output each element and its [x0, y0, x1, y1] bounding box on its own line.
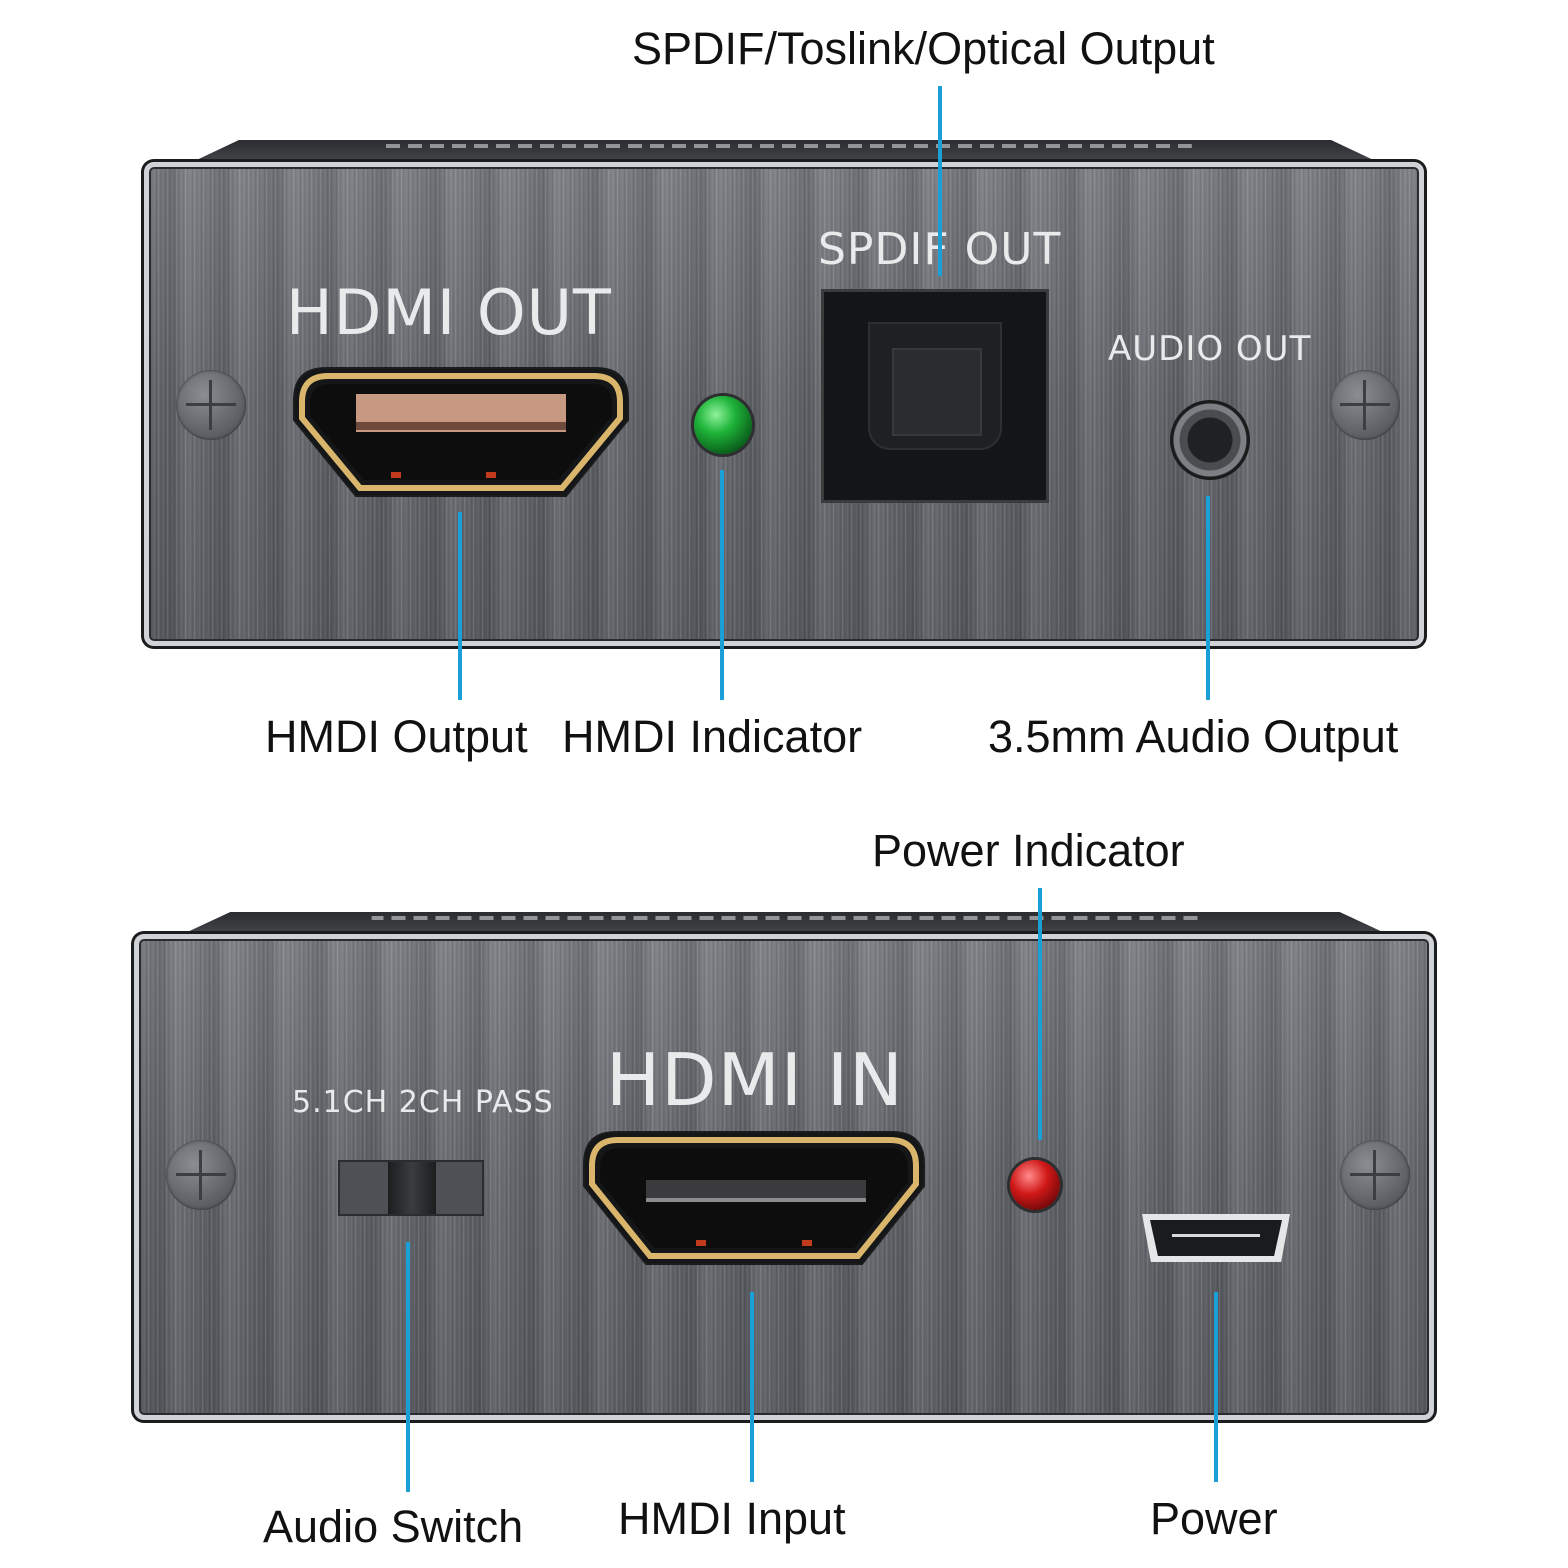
callout-spdif-output: SPDIF/Toslink/Optical Output	[632, 23, 1215, 74]
audio-jack-icon	[1170, 400, 1250, 480]
switch-lever	[388, 1162, 436, 1214]
screw-icon	[1340, 1140, 1410, 1210]
switch-label: 5.1CH 2CH PASS	[292, 1085, 554, 1120]
hdmi-in-label: HDMI IN	[606, 1038, 904, 1122]
hdmi-in-port-icon	[583, 1131, 925, 1265]
hdmi-out-port-icon	[293, 367, 629, 497]
screw-icon	[1330, 370, 1400, 440]
leader-hdmi-out	[458, 512, 462, 700]
leader-hdmi-input	[750, 1292, 754, 1482]
screw-icon	[166, 1140, 236, 1210]
callout-power: Power	[1150, 1493, 1278, 1544]
toslink-port-icon	[824, 292, 1046, 500]
callout-hdmi-output: HMDI Output	[265, 711, 528, 762]
leader-power-indicator	[1038, 888, 1042, 1140]
callout-power-indicator: Power Indicator	[872, 825, 1185, 876]
leader-power	[1214, 1292, 1218, 1482]
screw-icon	[176, 370, 246, 440]
audio-out-label: AUDIO OUT	[1108, 329, 1312, 369]
callout-audio-output: 3.5mm Audio Output	[988, 711, 1399, 762]
power-indicator-led	[1010, 1160, 1060, 1210]
leader-audio-out	[1206, 496, 1210, 700]
hdmi-out-label: HDMI OUT	[286, 276, 612, 349]
leader-hdmi-indicator	[720, 470, 724, 700]
callout-audio-switch: Audio Switch	[263, 1501, 524, 1552]
micro-usb-port-icon	[1142, 1214, 1290, 1262]
leader-spdif	[938, 86, 942, 276]
leader-audio-switch	[406, 1242, 410, 1492]
callout-hdmi-indicator: HMDI Indicator	[562, 711, 863, 762]
front-top-edge	[188, 140, 1382, 164]
audio-mode-switch[interactable]	[338, 1160, 484, 1216]
back-top-edge	[178, 912, 1392, 936]
hdmi-indicator-led	[694, 396, 752, 454]
callout-hdmi-input: HMDI Input	[618, 1493, 846, 1544]
